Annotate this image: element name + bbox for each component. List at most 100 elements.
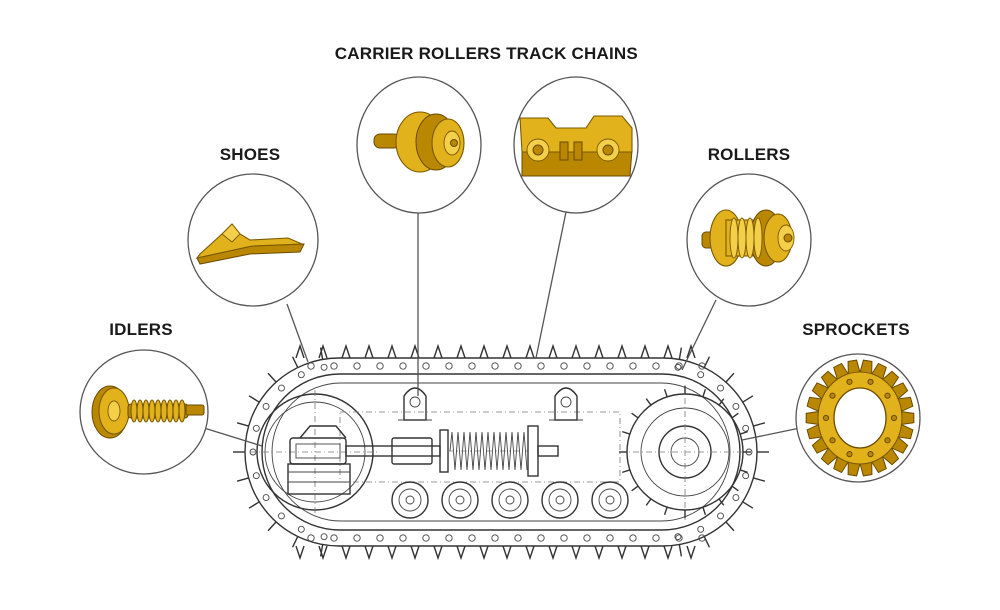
track-roller-hub xyxy=(548,488,572,512)
grouser-bottom xyxy=(640,545,650,561)
grouser-bottom xyxy=(295,545,305,561)
track-pin xyxy=(742,424,750,432)
idler-spring-coil xyxy=(136,399,144,423)
grouser-top xyxy=(479,343,489,359)
sprocket-tooth xyxy=(622,430,631,435)
track-pin xyxy=(697,371,705,379)
grouser-top xyxy=(387,343,397,359)
sprocket-tooth xyxy=(702,506,707,515)
track-roller xyxy=(441,481,479,519)
track-pin xyxy=(353,534,361,542)
track-roller-axle xyxy=(455,495,465,505)
track-pin xyxy=(717,384,724,392)
grouser-top xyxy=(548,343,558,359)
leader-shoes xyxy=(286,303,309,363)
track-roller-axle xyxy=(605,495,615,505)
sprocket-tooth xyxy=(718,398,725,406)
callout-label-carrier-rollers: CARRIER ROLLERS xyxy=(335,44,501,63)
grouser-end xyxy=(678,544,683,557)
grouser-end xyxy=(236,422,249,427)
grouser-end xyxy=(753,477,766,482)
sprocket-icon-bolt xyxy=(829,437,836,444)
track-pin xyxy=(330,362,338,370)
track-pin xyxy=(399,362,407,370)
track-pin xyxy=(629,362,637,370)
leader-track-chains xyxy=(535,211,567,359)
idler-spring-coil xyxy=(172,399,180,423)
idler-spring-coil xyxy=(166,399,174,423)
track-pin xyxy=(320,363,328,371)
track-pins xyxy=(249,362,753,542)
grouser-end xyxy=(248,395,260,403)
leader-sprockets xyxy=(741,427,801,441)
track-pin xyxy=(422,362,430,370)
grouser-bottom xyxy=(479,545,489,561)
track-belt-outer xyxy=(244,357,758,547)
grouser-bottom xyxy=(341,545,351,561)
recoil-spring xyxy=(448,431,528,471)
grouser-bottom xyxy=(686,545,696,561)
sprocket-tooth xyxy=(731,485,739,492)
track-pin xyxy=(468,534,476,542)
idler-spring-coil xyxy=(130,399,138,423)
grouser-top xyxy=(364,343,374,359)
sprocket-icon-bolt xyxy=(890,414,898,422)
grouser-top xyxy=(571,343,581,359)
roller-rib xyxy=(737,217,747,259)
grouser-top xyxy=(686,343,696,359)
callout-label-track-chains: TRACK CHAINS xyxy=(506,44,638,63)
grouser-bottom xyxy=(456,545,466,561)
track-pin xyxy=(732,402,740,410)
grouser-top xyxy=(318,343,328,359)
sprocket-icon xyxy=(805,359,915,477)
grouser-end xyxy=(742,501,754,509)
grouser-top xyxy=(456,343,466,359)
grouser-end xyxy=(291,536,299,548)
idler-icon xyxy=(91,385,205,439)
idler-spring-coil xyxy=(148,399,156,423)
track-pin xyxy=(652,534,660,542)
track-assembly xyxy=(233,343,769,561)
grouser-end xyxy=(319,347,324,360)
track-pin xyxy=(262,494,270,502)
leader-lines xyxy=(203,211,801,447)
idler-spring-coil xyxy=(154,399,162,423)
track-pin xyxy=(514,534,522,542)
track-roller-hub xyxy=(448,488,472,512)
track-pin xyxy=(537,362,545,370)
callout-rollers: ROLLERS xyxy=(686,145,812,307)
grouser-end xyxy=(267,372,277,383)
track-pin xyxy=(262,402,270,410)
grouser-bottom xyxy=(663,545,673,561)
track-pin xyxy=(376,534,384,542)
callout-shoes: SHOES xyxy=(187,145,319,307)
sprocket-icon-tooth xyxy=(805,411,819,425)
grouser-end xyxy=(725,521,735,532)
sprocket-tooth xyxy=(631,412,639,419)
grouser-end xyxy=(291,356,299,368)
grouser-end xyxy=(725,372,735,383)
grouser-bottom xyxy=(594,545,604,561)
callout-carrier-rollers: CARRIER ROLLERS xyxy=(335,44,501,214)
grouser-top xyxy=(525,343,535,359)
track-pin xyxy=(278,384,285,392)
callout-label-shoes: SHOES xyxy=(220,145,281,164)
idler-spring-coil xyxy=(160,399,168,423)
callout-idlers: IDLERS xyxy=(79,320,209,475)
roller-rib xyxy=(753,217,763,259)
grouser-bottom xyxy=(502,545,512,561)
track-pin xyxy=(560,362,568,370)
track-pin xyxy=(252,472,260,480)
sprocket-tooth xyxy=(663,389,668,398)
track-pin xyxy=(697,525,705,533)
track-roller xyxy=(391,481,429,519)
callout-sprockets: SPROCKETS xyxy=(795,320,921,483)
track-roller xyxy=(541,481,579,519)
grouser-top xyxy=(663,343,673,359)
track-pin xyxy=(652,362,660,370)
grouser-top xyxy=(594,343,604,359)
callout-label-rollers: ROLLERS xyxy=(708,145,791,164)
sprocket-wheel xyxy=(619,385,751,520)
track-pin xyxy=(742,472,750,480)
